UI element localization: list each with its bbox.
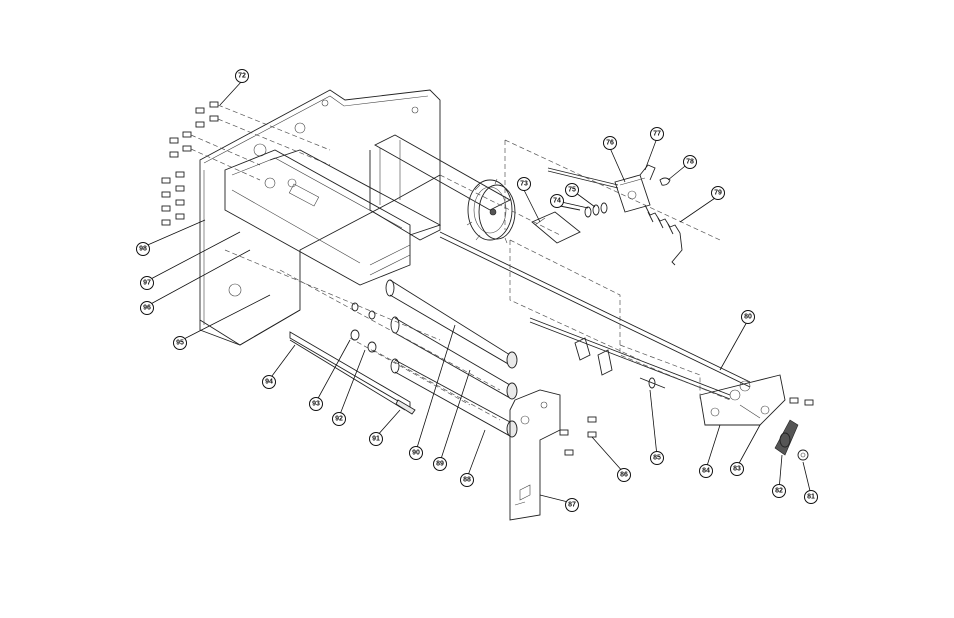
callout-label: 76 (606, 140, 614, 147)
callout-88: 88 (460, 473, 474, 487)
callout-72: 72 (235, 69, 249, 83)
callout-label: 86 (620, 472, 628, 479)
callout-81: 81 (804, 490, 818, 504)
callout-74: 74 (550, 194, 564, 208)
callout-label: 96 (143, 305, 151, 312)
callout-label: 74 (553, 198, 561, 205)
callout-label: 80 (744, 314, 752, 321)
callout-83: 83 (730, 462, 744, 476)
callout-label: 90 (412, 450, 420, 457)
callout-98: 98 (136, 242, 150, 256)
callout-label: 88 (463, 477, 471, 484)
callout-90: 90 (409, 446, 423, 460)
callout-label: 75 (568, 187, 576, 194)
callout-label: 91 (372, 436, 380, 443)
callout-80: 80 (741, 310, 755, 324)
shafts-and-rollers (385, 231, 751, 438)
callout-label: 72 (238, 73, 246, 80)
callout-95: 95 (173, 336, 187, 350)
callout-89: 89 (433, 457, 447, 471)
callout-label: 78 (686, 159, 694, 166)
callout-label: 83 (733, 466, 741, 473)
side-frame-plate (199, 89, 441, 346)
callout-label: 92 (335, 416, 343, 423)
drive-gear (466, 178, 516, 244)
callout-label: 94 (265, 379, 273, 386)
callout-label: 93 (312, 401, 320, 408)
callout-78: 78 (683, 155, 697, 169)
callout-75: 75 (565, 183, 579, 197)
bracket-73 (531, 211, 581, 244)
frame-screws (161, 101, 331, 226)
callout-85: 85 (650, 451, 664, 465)
callout-77: 77 (650, 127, 664, 141)
callout-94: 94 (262, 375, 276, 389)
release-lever (774, 419, 809, 461)
callout-label: 98 (139, 246, 147, 253)
callout-label: 84 (702, 468, 710, 475)
callout-label: 87 (568, 502, 576, 509)
callout-76: 76 (603, 136, 617, 150)
callout-label: 77 (653, 131, 661, 138)
callout-label: 79 (714, 190, 722, 197)
callout-label: 82 (775, 488, 783, 495)
end-plate-87 (509, 389, 597, 521)
callout-84: 84 (699, 464, 713, 478)
callout-label: 73 (520, 181, 528, 188)
callout-73: 73 (517, 177, 531, 191)
phantom-outline (439, 139, 731, 401)
callout-79: 79 (711, 186, 725, 200)
callout-93: 93 (309, 397, 323, 411)
callout-label: 97 (143, 280, 151, 287)
callout-86: 86 (617, 468, 631, 482)
callout-label: 95 (176, 340, 184, 347)
rear-platen-roller (369, 134, 511, 241)
end-plate-84 (699, 374, 814, 426)
callout-97: 97 (140, 276, 154, 290)
callout-87: 87 (565, 498, 579, 512)
callout-91: 91 (369, 432, 383, 446)
washers (350, 302, 377, 353)
callout-label: 81 (807, 494, 815, 501)
leader-lines (142, 80, 812, 504)
callout-82: 82 (772, 484, 786, 498)
callout-96: 96 (140, 301, 154, 315)
callout-92: 92 (332, 412, 346, 426)
callout-label: 89 (436, 461, 444, 468)
tensioner-assembly (547, 164, 683, 266)
upper-roller-housing (224, 149, 442, 286)
callout-label: 85 (653, 455, 661, 462)
